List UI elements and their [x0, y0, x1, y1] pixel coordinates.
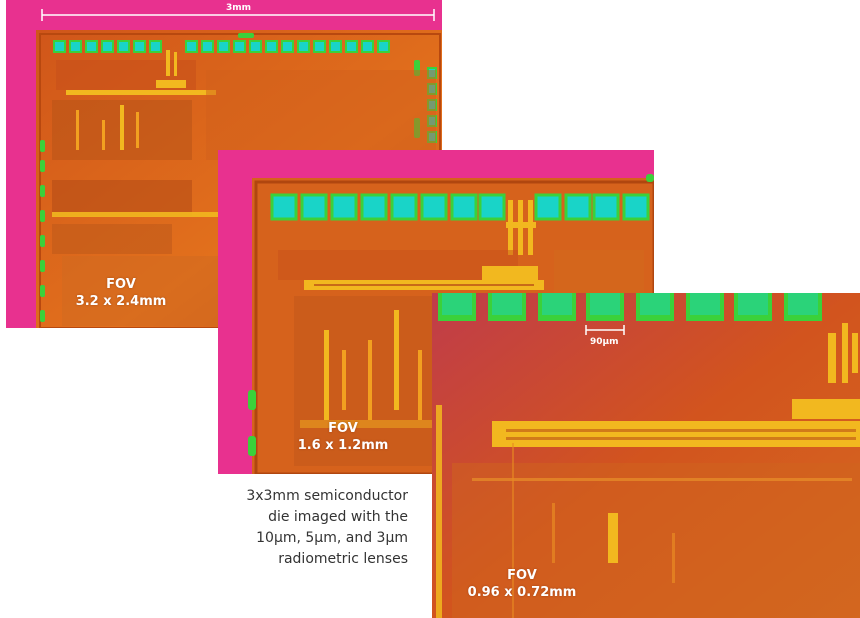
circuit-structures-wide [52, 50, 436, 326]
scale-label-90um: 90µm [590, 337, 619, 347]
scale-bar-90um [585, 325, 625, 335]
bond-pad-row-top [438, 293, 822, 321]
die-thermal-map-close [432, 293, 860, 618]
scale-label-3mm: 3mm [226, 3, 252, 13]
fov-value: 0.96 x 0.72mm [467, 585, 577, 600]
fov-value: 1.6 x 1.2mm [297, 438, 389, 453]
image-caption: 3x3mm semiconductor die imaged with the … [246, 488, 408, 567]
fov-label-medium: FOV 1.6 x 1.2mm [288, 420, 398, 454]
fov-title: FOV [507, 568, 537, 583]
circuit-structures-close [436, 323, 860, 618]
fov-title: FOV [328, 421, 358, 436]
fov-label-wide: FOV 3.2 x 2.4mm [66, 276, 176, 310]
thermal-image-close: 90µm FOV 0.96 x 0.72mm [432, 293, 860, 618]
bond-pad-row-top [53, 33, 390, 53]
scale-bar-3mm [41, 9, 435, 21]
bond-pad-column-left [40, 140, 45, 322]
fov-title: FOV [106, 277, 136, 292]
fov-value: 3.2 x 2.4mm [75, 294, 167, 309]
fov-label-close: FOV 0.96 x 0.72mm [462, 567, 582, 601]
bond-pad-row-top [270, 174, 654, 221]
